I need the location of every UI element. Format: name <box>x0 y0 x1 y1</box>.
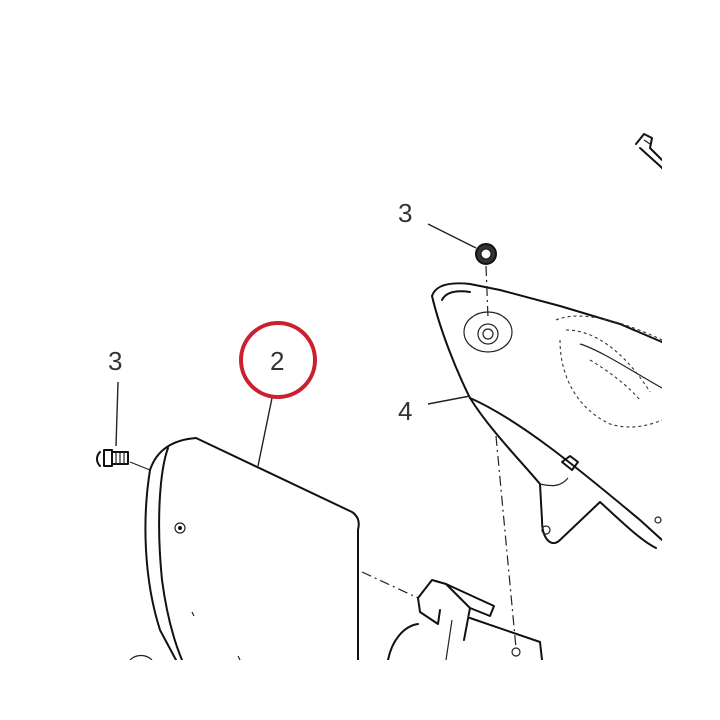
leader-3-top <box>427 223 477 249</box>
right-crop <box>662 0 720 720</box>
bolt-top <box>475 243 497 265</box>
assembly-axis-clip <box>361 571 419 599</box>
leader-2 <box>257 397 273 467</box>
leader-4 <box>427 395 471 405</box>
callout-label-2: 2 <box>270 346 284 376</box>
leader-3-left <box>115 381 119 447</box>
highlight-ring <box>239 321 317 399</box>
callout-label-3-left: 3 <box>108 346 122 376</box>
assembly-axis-vertical <box>495 435 517 649</box>
connector-fragment <box>635 133 665 171</box>
bolt-left-axis <box>129 461 151 471</box>
callout-label-4: 4 <box>398 396 412 426</box>
callout-label-3-top: 3 <box>398 198 412 228</box>
bolt-left <box>96 449 129 467</box>
bracket-part-4 <box>431 282 663 549</box>
bottom-crop <box>0 660 720 720</box>
assembly-axis-top <box>485 265 489 319</box>
cover-part-2 <box>129 437 360 661</box>
clip-part <box>387 579 543 661</box>
